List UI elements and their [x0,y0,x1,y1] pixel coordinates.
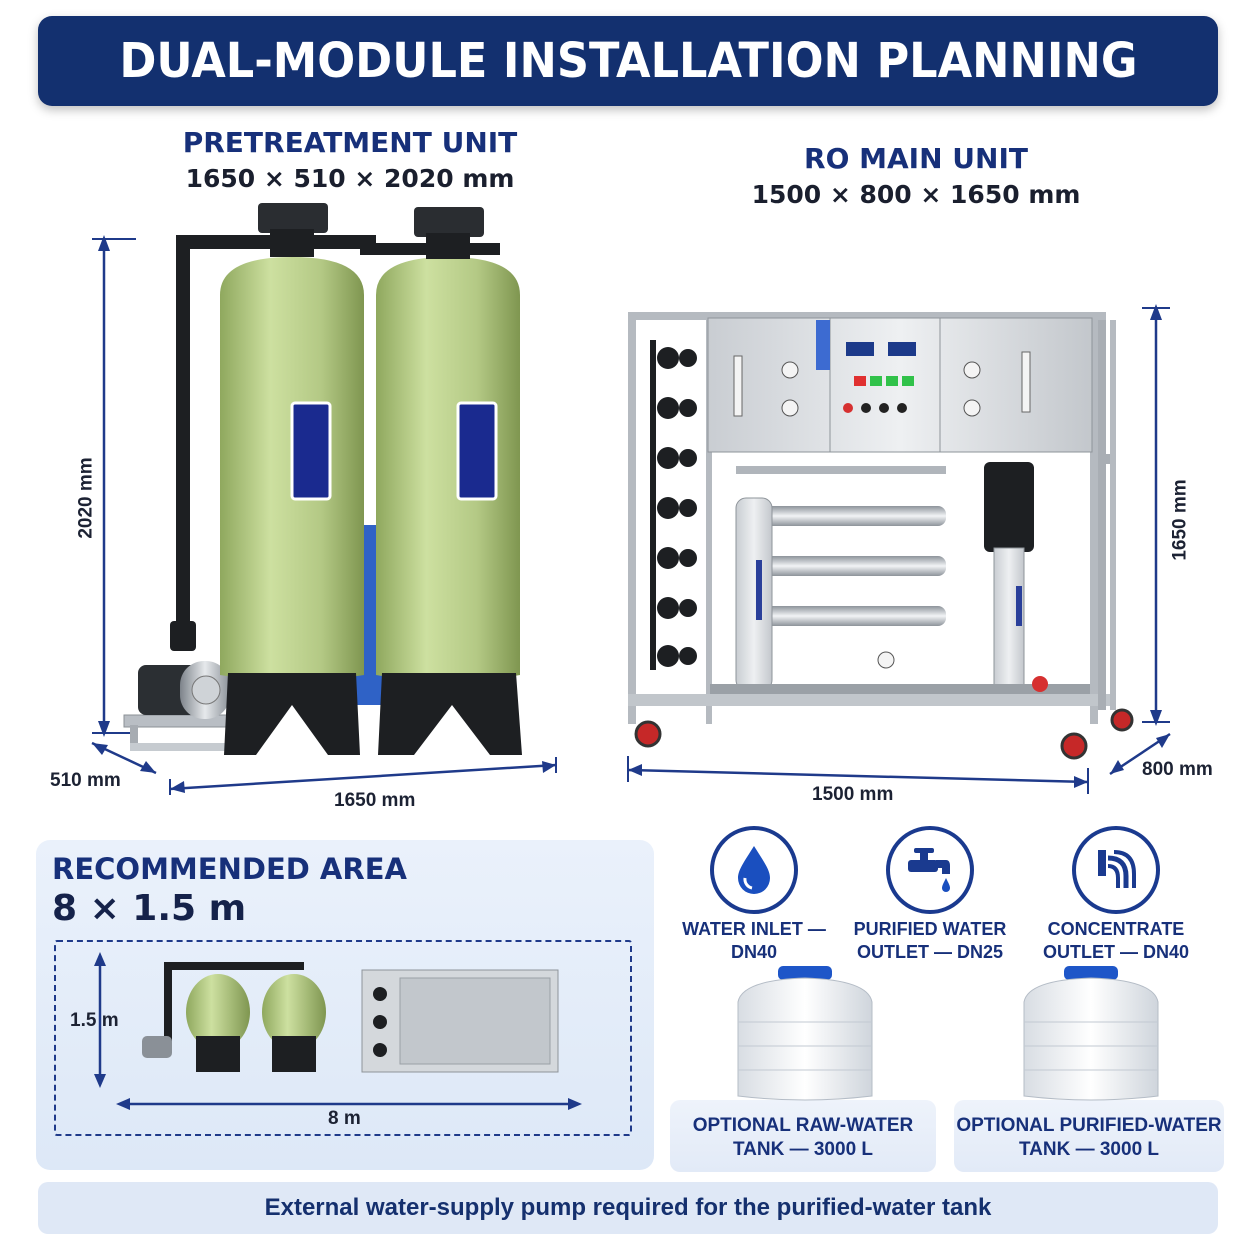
recommended-area-value: 8 × 1.5 m [52,888,247,929]
purified-water-tank-illustration [1023,966,1159,1101]
ro-height-dimension-arrow [1142,304,1170,726]
ro-unit-title: RO MAIN UNIT [804,142,1028,175]
ro-height-label: 1650 mm [1170,479,1191,561]
pretreatment-width-label: 1650 mm [334,790,416,811]
area-width-arrow [116,1098,582,1110]
area-height-label: 1.5 m [70,1010,119,1031]
height-dimension-arrow [92,235,136,737]
pretreatment-height-label: 2020 mm [76,457,97,539]
pretreatment-depth-label: 510 mm [50,770,121,791]
footer-note-text: External water-supply pump required for … [264,1194,992,1221]
page-title: DUAL-MODULE INSTALLATION PLANNING [118,33,1138,89]
ro-depth-label: 800 mm [1142,759,1213,780]
concentrate-outlet-icon-badge [1072,826,1160,914]
raw-water-tank-illustration [737,966,873,1101]
area-layout-illustration [94,952,582,1110]
ro-unit-dimensions: 1500 × 800 × 1650 mm [751,180,1081,209]
footer-note: External water-supply pump required for … [38,1182,1218,1234]
recommended-area-title: RECOMMENDED AREA [52,852,407,886]
faucet-icon [908,848,950,892]
pretreatment-unit-illustration [91,203,557,795]
water-drop-icon [738,846,770,894]
width-dimension-arrow [169,757,557,795]
area-outline-box [54,940,632,1136]
purified-water-tank-card [954,1100,1224,1172]
pretreatment-unit-dimensions: 1650 × 510 × 2020 mm [185,164,515,193]
area-height-arrow [94,952,106,1088]
depth-dimension-arrow [91,741,157,775]
raw-water-tank-card [670,1100,936,1172]
ro-unit-illustration [627,304,1171,794]
ro-width-label: 1500 mm [812,784,894,805]
ro-depth-dimension-arrow [1109,732,1171,776]
pretreatment-unit-title: PRETREATMENT UNIT [182,126,518,159]
water-inlet-label: WATER INLET —DN40 [682,919,826,962]
concentrate-pipe-icon [1098,850,1136,888]
water-inlet-icon-badge [710,826,798,914]
purified-water-outlet-icon-badge [886,826,974,914]
title-banner: DUAL-MODULE INSTALLATION PLANNING [38,16,1218,106]
area-width-label: 8 m [328,1108,361,1129]
ro-width-dimension-arrow [627,756,1089,794]
